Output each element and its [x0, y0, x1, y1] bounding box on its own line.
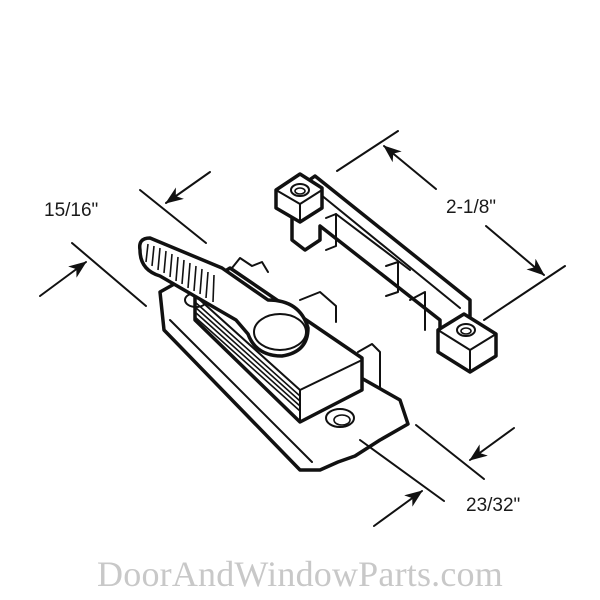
dimension-label-lock-width: 15/16": [44, 200, 99, 221]
lock-lever: [137, 236, 310, 358]
dimension-label-lock-end-width: 23/32": [466, 495, 521, 516]
dimension-2-1-8: [336, 130, 566, 321]
keeper: [274, 172, 498, 374]
dimension-23-32: [359, 424, 515, 527]
watermark: DoorAndWindowParts.com: [97, 554, 503, 594]
dimension-15-16: [39, 171, 211, 307]
dimension-label-keeper-length: 2-1/8": [446, 197, 497, 218]
